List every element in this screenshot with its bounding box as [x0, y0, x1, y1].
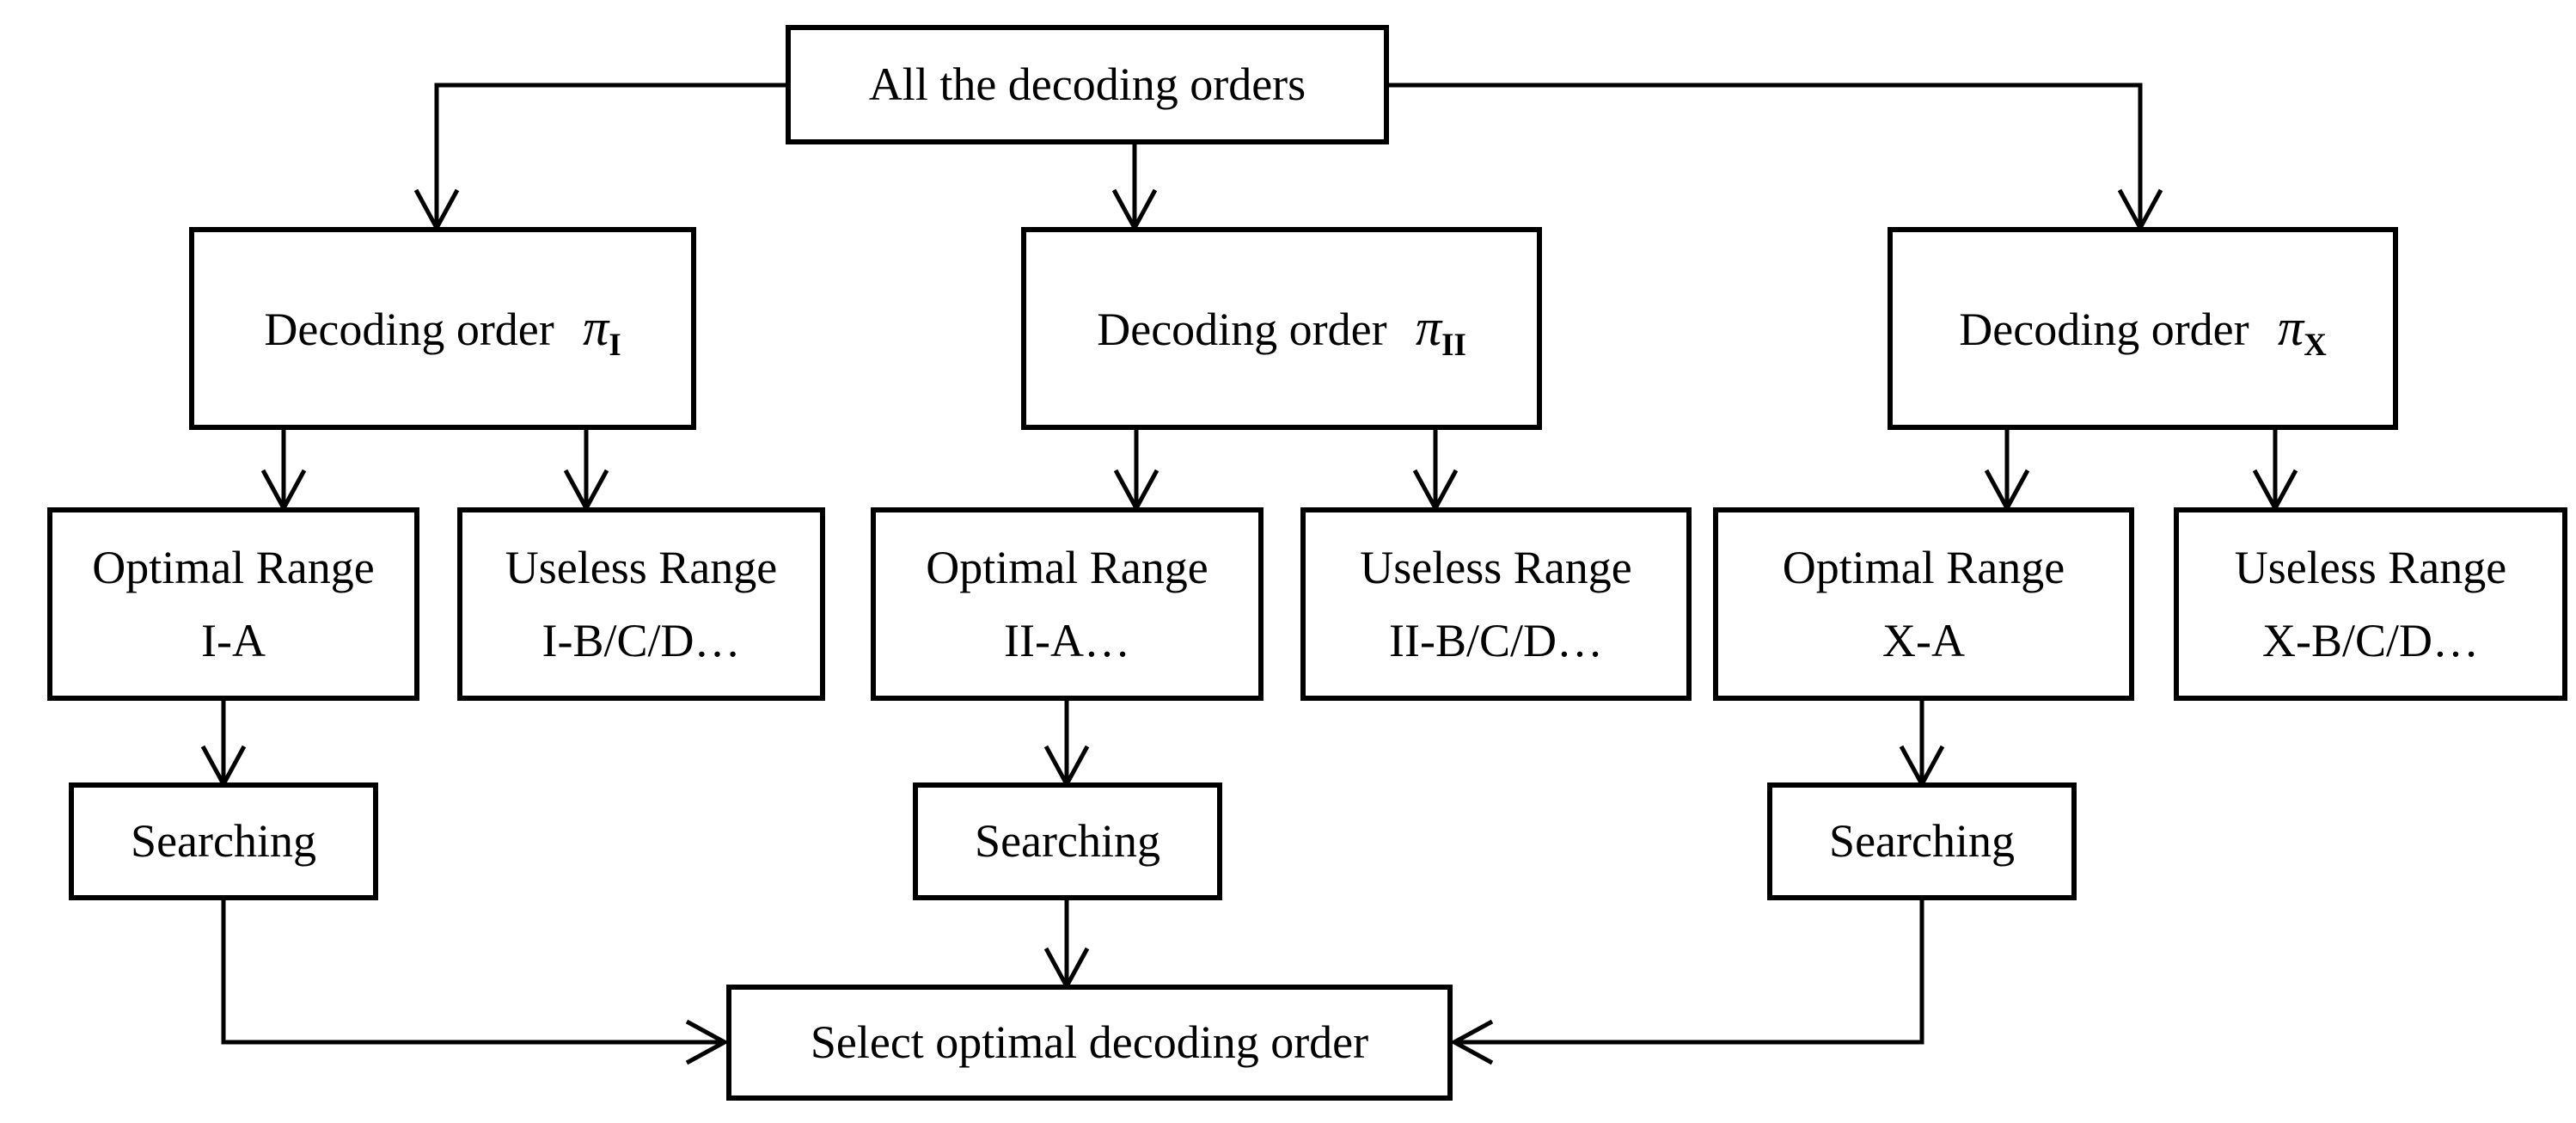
node-label-line2: II-B/C/D… — [1389, 614, 1603, 666]
node-all-decoding-orders: All the decoding orders — [786, 25, 1389, 144]
node-decoding-order-pi-i: Decoding order πI — [189, 227, 696, 430]
node-label: All the decoding orders — [868, 58, 1306, 111]
pi-symbol: π — [583, 299, 609, 358]
node-decoding-order-pi-ii: Decoding order πII — [1021, 227, 1542, 430]
node-label-line1: Useless Range — [2234, 541, 2507, 593]
node-decoding-order-pi-x: Decoding order πX — [1888, 227, 2398, 430]
node-label-line2: X-B/C/D… — [2261, 614, 2480, 666]
connector-searching-3-to-select — [1449, 900, 1924, 1065]
connector-decoding-ii-to-useless-ii — [1412, 430, 1459, 513]
node-useless-range-ii: Useless Range II-B/C/D… — [1300, 507, 1692, 701]
node-searching-1: Searching — [69, 782, 378, 900]
node-searching-2: Searching — [913, 782, 1222, 900]
node-label-line2: I-A — [201, 614, 266, 666]
node-label-line2: II-A… — [1004, 614, 1130, 666]
node-label: Searching — [131, 815, 316, 868]
node-searching-3: Searching — [1767, 782, 2077, 900]
node-label-line1: Optimal Range — [92, 541, 375, 593]
connector-searching-1-to-select — [221, 900, 730, 1065]
node-optimal-range-ii-a: Optimal Range II-A… — [871, 507, 1264, 701]
connector-optimal-ii-to-searching-2 — [1043, 701, 1090, 789]
connector-searching-2-to-select — [1043, 900, 1090, 991]
node-label-line1: Optimal Range — [1782, 541, 2065, 593]
node-label: Decoding order — [1097, 304, 1387, 356]
connector-optimal-i-to-searching-1 — [200, 701, 247, 789]
node-select-optimal-decoding-order: Select optimal decoding order — [726, 985, 1453, 1101]
node-label-line1: Useless Range — [505, 541, 778, 593]
node-label-line2: I-B/C/D… — [542, 614, 741, 666]
pi-symbol: π — [1415, 299, 1442, 358]
node-label: Decoding order — [1959, 304, 2249, 356]
connector-root-to-decoding-ii — [1111, 144, 1158, 233]
node-optimal-range-x-a: Optimal Range X-A — [1713, 507, 2134, 701]
pi-symbol: π — [2277, 299, 2304, 358]
node-label: Searching — [1829, 815, 2015, 868]
connector-decoding-i-to-optimal-i — [260, 430, 307, 513]
node-label-line2: X-A — [1882, 614, 1965, 666]
connector-root-to-decoding-x — [1389, 83, 2163, 233]
pi-subscript: I — [609, 327, 621, 363]
pi-subscript: II — [1441, 327, 1466, 363]
node-label: Select optimal decoding order — [810, 1016, 1369, 1069]
connector-root-to-decoding-i — [413, 83, 786, 233]
node-useless-range-i: Useless Range I-B/C/D… — [457, 507, 825, 701]
connector-decoding-ii-to-optimal-ii — [1113, 430, 1160, 513]
node-label: Searching — [975, 815, 1160, 868]
connector-decoding-x-to-useless-x — [2252, 430, 2298, 513]
node-optimal-range-i-a: Optimal Range I-A — [47, 507, 419, 701]
node-label-line1: Optimal Range — [926, 541, 1208, 593]
pi-subscript: X — [2304, 327, 2327, 363]
node-label: Decoding order — [264, 304, 554, 356]
connector-decoding-x-to-optimal-x — [1984, 430, 2030, 513]
connector-decoding-i-to-useless-i — [563, 430, 609, 513]
node-useless-range-x: Useless Range X-B/C/D… — [2174, 507, 2567, 701]
connector-optimal-x-to-searching-3 — [1899, 701, 1945, 789]
node-label-line1: Useless Range — [1360, 541, 1632, 593]
